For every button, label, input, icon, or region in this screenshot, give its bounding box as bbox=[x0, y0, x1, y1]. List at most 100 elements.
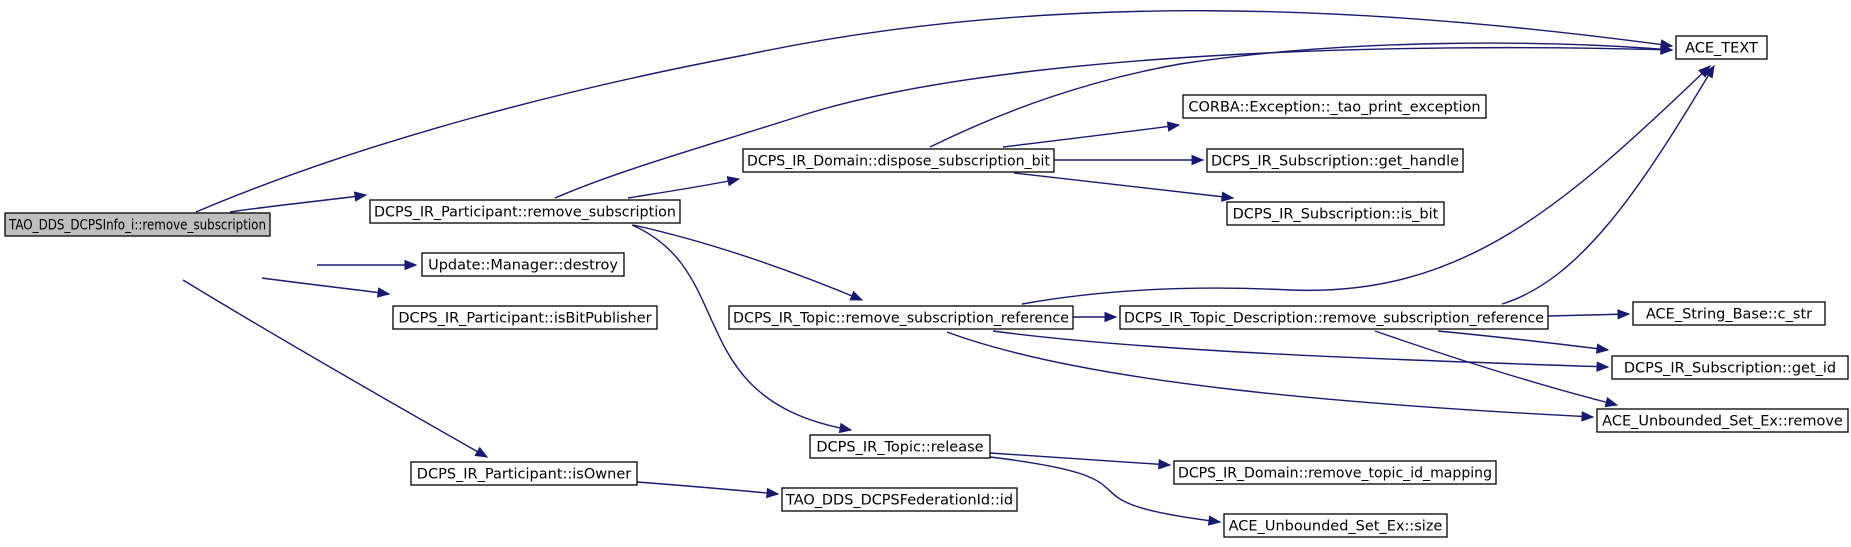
node-label: DCPS_IR_Participant::isOwner bbox=[417, 467, 631, 483]
node-sub-is-bit[interactable]: DCPS_IR_Subscription::is_bit bbox=[1226, 201, 1445, 226]
arrowhead-icon bbox=[1703, 64, 1715, 79]
node-label: DCPS_IR_Participant::remove_subscription bbox=[374, 205, 676, 221]
node-box bbox=[742, 148, 1055, 173]
node-part-isowner[interactable]: DCPS_IR_Participant::isOwner bbox=[410, 461, 638, 486]
node-part-remove-sub[interactable]: DCPS_IR_Participant::remove_subscription bbox=[369, 199, 681, 224]
node-sub-get-handle[interactable]: DCPS_IR_Subscription::get_handle bbox=[1206, 148, 1464, 173]
node-set-remove[interactable]: ACE_Unbounded_Set_Ex::remove bbox=[1596, 408, 1849, 433]
node-label: DCPS_IR_Topic_Description::remove_subscr… bbox=[1124, 311, 1544, 327]
edge-topic-remove-ref-to-sub-get-id bbox=[992, 330, 1610, 372]
edge-domain-dispose-to-sub-is-bit bbox=[1013, 172, 1235, 202]
arrowhead-icon bbox=[849, 290, 864, 301]
node-domain-remove-mapping[interactable]: DCPS_IR_Domain::remove_topic_id_mapping bbox=[1173, 460, 1497, 485]
edge-line bbox=[946, 331, 1594, 418]
node-sub-get-id[interactable]: DCPS_IR_Subscription::get_id bbox=[1611, 355, 1849, 380]
node-fed-id[interactable]: TAO_DDS_DCPSFederationId::id bbox=[781, 487, 1018, 512]
edge-topicdesc-remove-ref-to-sub-get-id bbox=[1437, 330, 1610, 354]
edge-line bbox=[1501, 65, 1715, 305]
node-topic-release[interactable]: DCPS_IR_Topic::release bbox=[809, 434, 991, 459]
node-label: ACE_String_Base::c_str bbox=[1646, 307, 1812, 323]
edge-part-remove-sub-to-topic-remove-ref bbox=[632, 224, 864, 301]
node-label: ACE_TEXT bbox=[1685, 41, 1758, 57]
node-box bbox=[410, 461, 638, 486]
arrowhead-icon bbox=[1158, 459, 1172, 470]
edge-line bbox=[992, 330, 1609, 368]
arrowhead-icon bbox=[353, 191, 368, 202]
node-box bbox=[1173, 460, 1497, 485]
edge-root-to-update-destroy bbox=[317, 259, 418, 271]
edge-line bbox=[1002, 124, 1180, 148]
node-label: DCPS_IR_Topic::remove_subscription_refer… bbox=[733, 311, 1069, 327]
edge-line bbox=[627, 178, 740, 199]
arrowhead-icon bbox=[404, 259, 418, 271]
node-label: DCPS_IR_Topic::release bbox=[816, 440, 983, 456]
node-box bbox=[392, 305, 658, 330]
node-update-destroy[interactable]: Update::Manager::destroy bbox=[421, 252, 625, 277]
node-box bbox=[4, 212, 271, 237]
node-label: CORBA::Exception::_tao_print_exception bbox=[1188, 100, 1480, 116]
arrowhead-icon bbox=[1207, 515, 1222, 526]
node-box bbox=[1675, 35, 1768, 60]
node-domain-dispose[interactable]: DCPS_IR_Domain::dispose_subscription_bit bbox=[742, 148, 1055, 173]
arrowhead-icon bbox=[1581, 411, 1595, 422]
node-label: ACE_Unbounded_Set_Ex::remove bbox=[1602, 414, 1843, 430]
edge-root-to-part-remove-sub bbox=[229, 191, 368, 213]
node-label: DCPS_IR_Subscription::is_bit bbox=[1233, 207, 1439, 223]
node-topicdesc-remove-ref[interactable]: DCPS_IR_Topic_Description::remove_subscr… bbox=[1119, 305, 1549, 330]
arrowhead-icon bbox=[474, 446, 489, 458]
node-label: DCPS_IR_Domain::remove_topic_id_mapping bbox=[1178, 466, 1492, 482]
edge-root-to-part-isbitpub bbox=[261, 277, 391, 298]
node-box bbox=[1596, 408, 1849, 433]
edge-line bbox=[261, 277, 390, 295]
node-part-isbitpub[interactable]: DCPS_IR_Participant::isBitPublisher bbox=[392, 305, 658, 330]
edge-domain-dispose-to-corba-exc bbox=[1002, 121, 1181, 148]
edge-line bbox=[989, 452, 1171, 466]
arrowhead-icon bbox=[1617, 309, 1631, 320]
arrowhead-icon bbox=[1191, 154, 1205, 166]
edge-topicdesc-remove-ref-to-set-remove bbox=[1374, 330, 1619, 408]
arrowhead-icon bbox=[766, 487, 780, 499]
arrowhead-icon bbox=[1166, 121, 1181, 132]
node-label: DCPS_IR_Participant::isBitPublisher bbox=[398, 311, 651, 327]
edge-line bbox=[929, 42, 1673, 148]
node-box bbox=[1206, 148, 1464, 173]
edge-line bbox=[636, 481, 779, 495]
edge-topic-remove-ref-to-set-remove bbox=[946, 331, 1595, 422]
node-label: TAO_DDS_DCPSInfo_i::remove_subscription bbox=[8, 218, 266, 234]
edge-line bbox=[195, 10, 1673, 213]
edge-line bbox=[1437, 330, 1609, 351]
node-box bbox=[421, 252, 625, 277]
edge-line bbox=[1547, 313, 1630, 317]
arrowhead-icon bbox=[838, 422, 853, 434]
edge-topicdesc-remove-ref-to-ace-text bbox=[1501, 64, 1715, 305]
edge-domain-dispose-to-ace-text bbox=[929, 42, 1674, 148]
node-topic-remove-ref[interactable]: DCPS_IR_Topic::remove_subscription_refer… bbox=[728, 305, 1074, 330]
node-set-size[interactable]: ACE_Unbounded_Set_Ex::size bbox=[1223, 513, 1448, 538]
node-box bbox=[1632, 301, 1826, 326]
node-box bbox=[728, 305, 1074, 330]
edge-line bbox=[1021, 65, 1711, 305]
node-string-c-str[interactable]: ACE_String_Base::c_str bbox=[1632, 301, 1826, 326]
edge-line bbox=[989, 456, 1221, 523]
edge-root-to-part-isowner bbox=[182, 279, 489, 458]
call-graph-edges bbox=[182, 10, 1715, 526]
arrowhead-icon bbox=[1604, 397, 1619, 408]
edge-part-remove-sub-to-topic-release bbox=[631, 224, 853, 434]
node-label: DCPS_IR_Subscription::get_handle bbox=[1211, 154, 1459, 170]
node-ace-text[interactable]: ACE_TEXT bbox=[1675, 35, 1768, 60]
edge-domain-dispose-to-sub-get-handle bbox=[1054, 154, 1205, 166]
arrowhead-icon bbox=[376, 287, 391, 298]
edge-line bbox=[554, 46, 1673, 199]
edge-part-remove-sub-to-ace-text bbox=[554, 44, 1674, 199]
node-label: ACE_Unbounded_Set_Ex::size bbox=[1229, 519, 1443, 535]
node-box bbox=[1611, 355, 1849, 380]
node-label: DCPS_IR_Domain::dispose_subscription_bit bbox=[747, 154, 1050, 170]
node-corba-exc[interactable]: CORBA::Exception::_tao_print_exception bbox=[1182, 94, 1487, 119]
node-box bbox=[1226, 201, 1445, 226]
node-root[interactable]: TAO_DDS_DCPSInfo_i::remove_subscription bbox=[4, 212, 271, 237]
node-box bbox=[809, 434, 991, 459]
edge-line bbox=[229, 194, 367, 213]
edge-line bbox=[1374, 330, 1618, 406]
edge-part-isowner-to-fed-id bbox=[636, 481, 780, 499]
